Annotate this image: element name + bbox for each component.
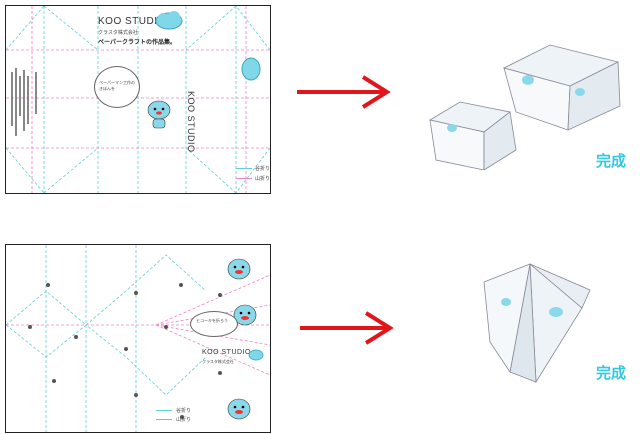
arrow-right-icon <box>297 75 391 109</box>
legend-valley-line <box>156 410 172 411</box>
cloud-logo-icon <box>155 11 183 30</box>
plane-template-sheet: ヒコーキを折ろう KOO STUDIO クラスタ株式会社 谷折り 山折り <box>5 244 271 433</box>
mascot-face-icon <box>233 304 257 326</box>
legend-mountain-line <box>156 419 172 420</box>
legend-mountain-label: 山折り <box>255 176 271 182</box>
side-cloud-logo-icon <box>241 57 261 81</box>
legend-valley-label: 谷折り <box>255 166 271 172</box>
top-speech-bubble <box>94 66 140 108</box>
bottom-bubble-text: ヒコーキを折ろう <box>196 318 228 323</box>
legend-mountain-line <box>236 178 252 179</box>
done-label-top: 完成 <box>596 152 627 170</box>
bottom-cloud-logo-icon <box>248 349 264 361</box>
arrow-right-icon <box>300 311 394 345</box>
finished-box-photo <box>428 44 621 170</box>
top-company-name: クラスタ株式会社 <box>98 30 138 36</box>
mascot-face-icon <box>227 258 251 280</box>
mascot-icon <box>147 100 171 129</box>
done-label-bottom: 完成 <box>596 364 627 382</box>
mascot-face-icon <box>227 398 251 420</box>
bottom-company-name: クラスタ株式会社 <box>202 359 234 364</box>
finished-plane-photo <box>483 263 591 384</box>
legend-valley-line <box>236 168 252 169</box>
legend-mountain-label: 山折り <box>176 417 192 423</box>
bottom-speech-bubble <box>190 311 238 337</box>
top-bubble-text: ペーパーマン工作のきほんを <box>99 80 135 91</box>
bottom-brand-title: KOO STUDIO <box>202 349 251 356</box>
top-tagline: ペーパークラフトの作品集。 <box>98 39 176 46</box>
top-side-brand: KOO STUDIO <box>186 91 196 153</box>
top-brand-title: KOO STUDIO <box>98 16 166 27</box>
box-template-sheet: KOO STUDIO クラスタ株式会社 ペーパークラフトの作品集。 ペーパーマン… <box>5 5 271 194</box>
legend-valley-label: 谷折り <box>176 408 192 414</box>
box-fold-lines <box>6 6 270 193</box>
